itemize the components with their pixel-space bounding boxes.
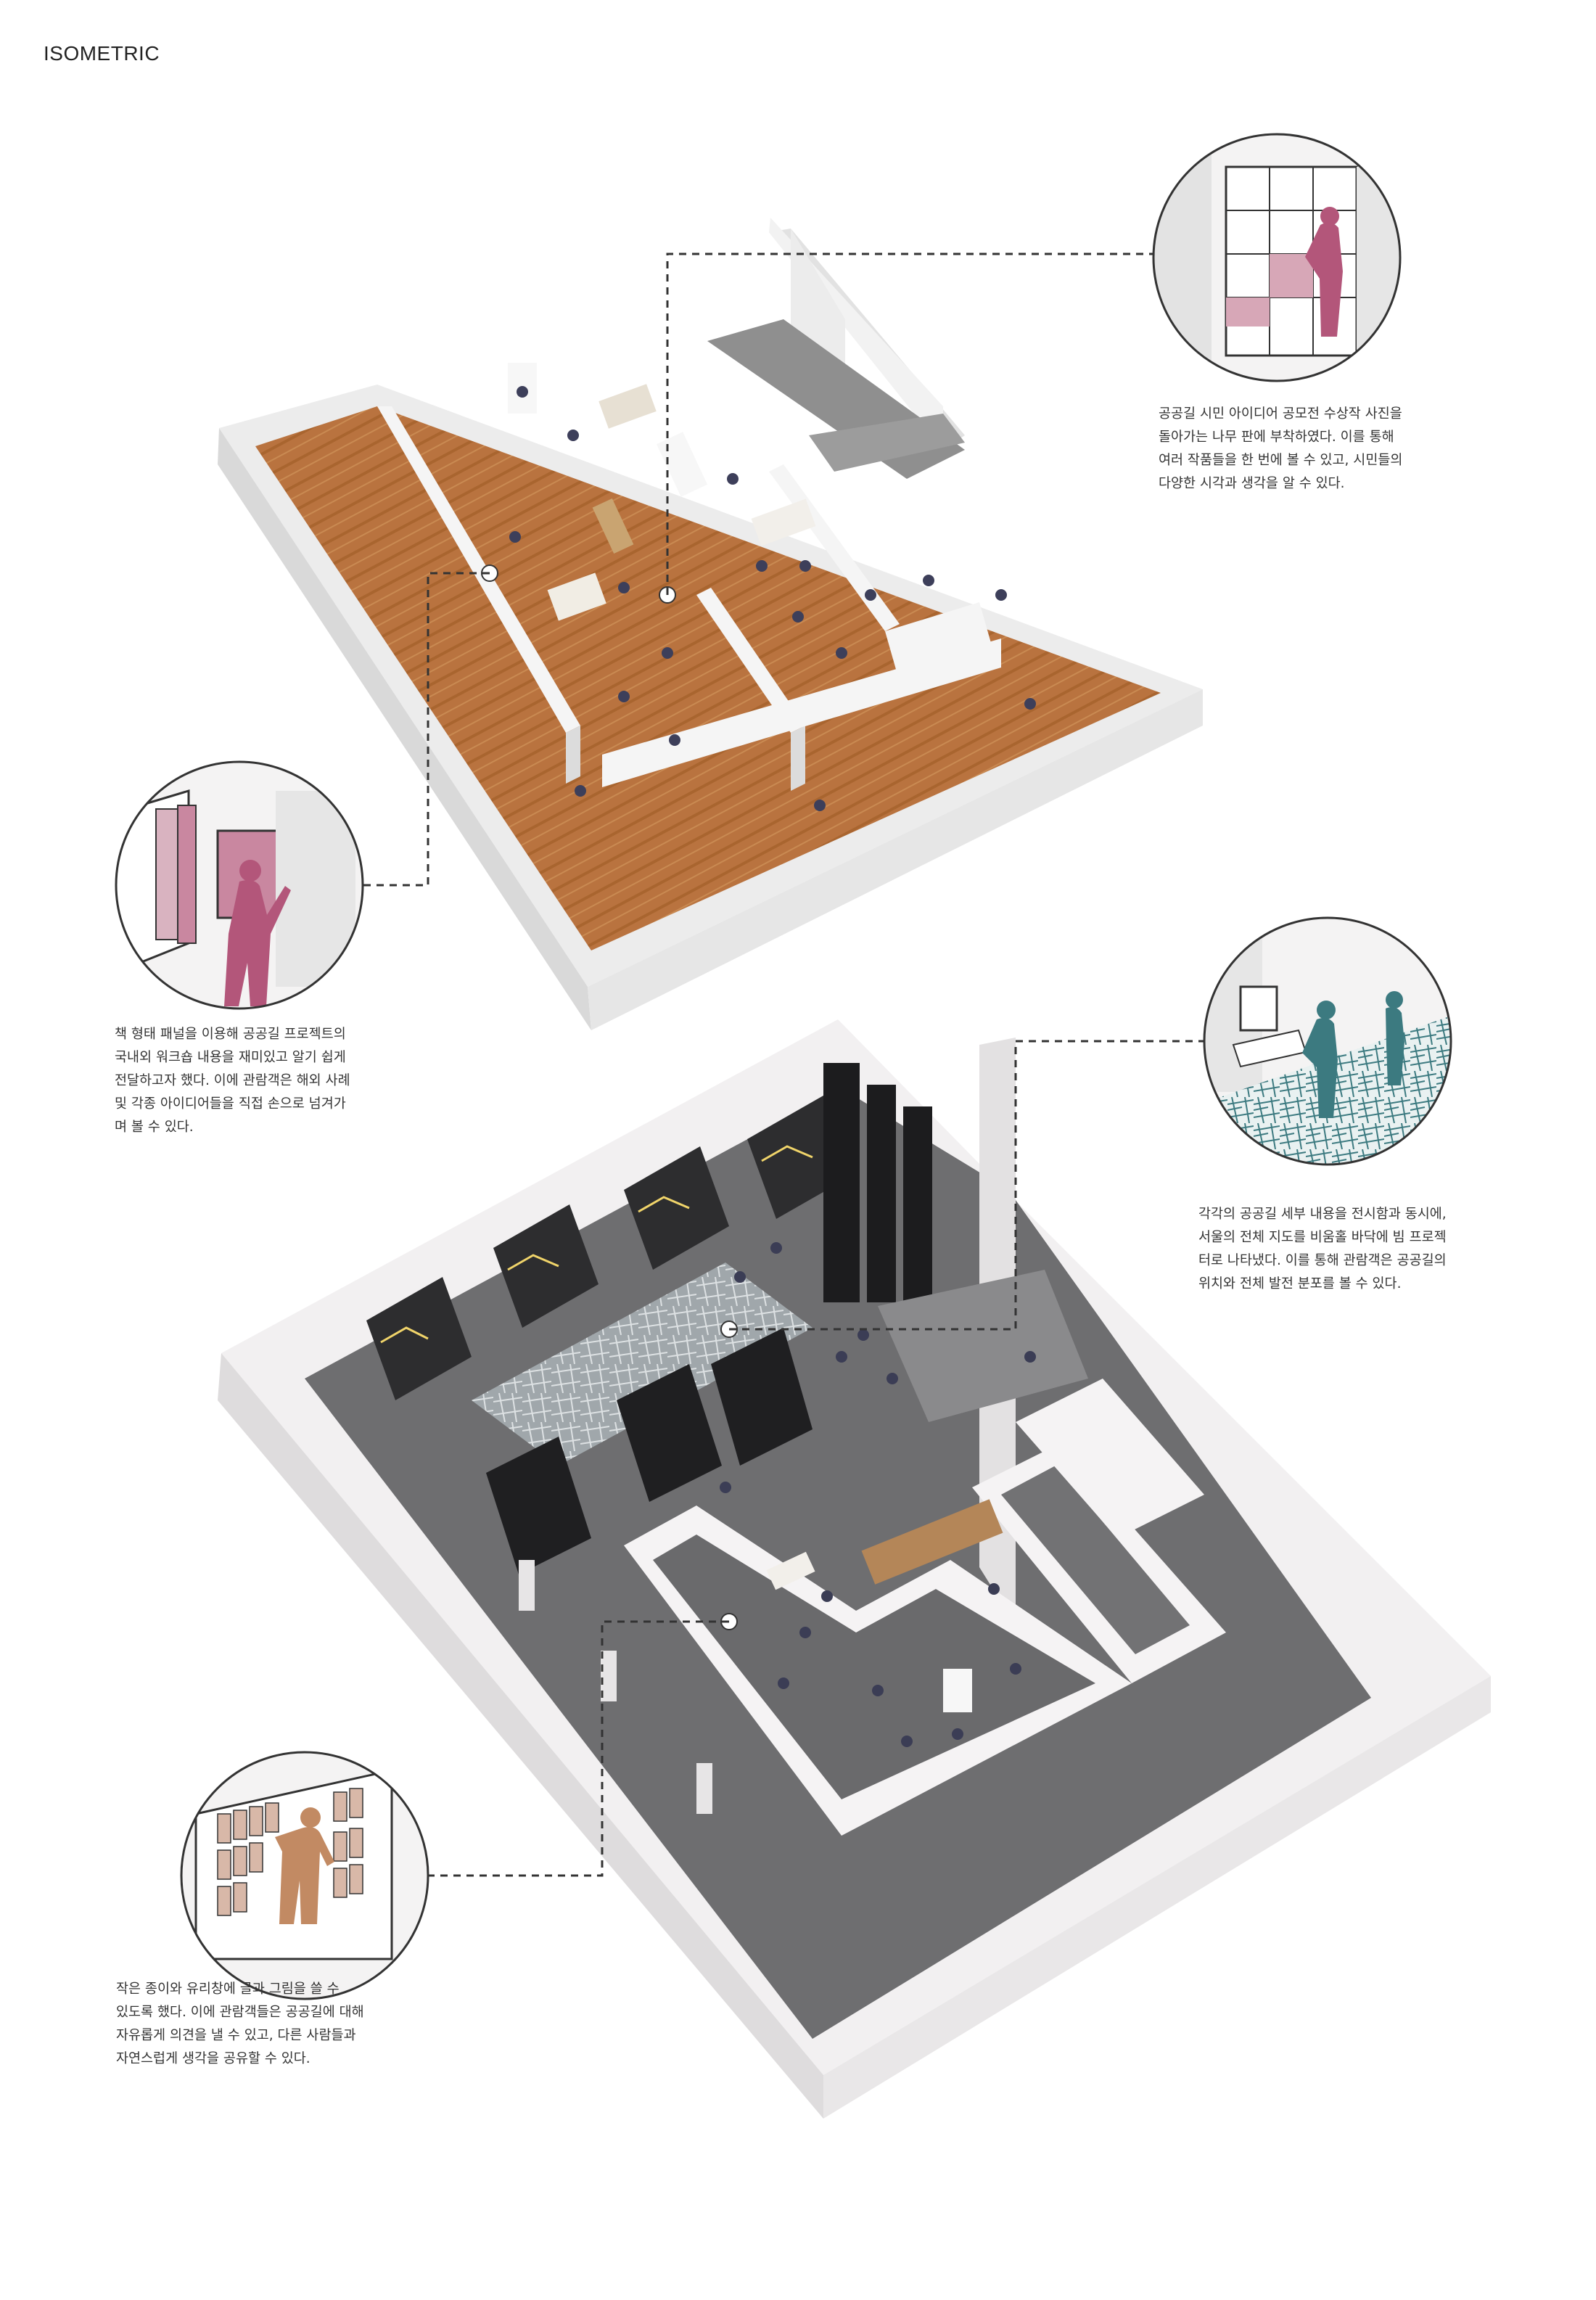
detail-circle-bookshelf <box>1152 133 1402 382</box>
callout-caption-bookshelf: 공공길 시민 아이디어 공모전 수상작 사진을 돌아가는 나무 판에 부착하였다… <box>1159 406 1403 491</box>
lower-floor-plan <box>218 1019 1491 2119</box>
leader-lines <box>361 252 1208 1877</box>
callout-caption-book-panels: 책 형태 패널을 이용해 공공길 프로젝트의 국내외 워크숍 내용을 재미있고 … <box>115 1027 350 1135</box>
detail-circle-message-wall <box>180 1751 429 2000</box>
callout-caption-message-wall: 작은 종이와 유리창에 글과 그림을 쓸 수 있도록 했다. 이에 관람객들은 … <box>116 1981 364 2066</box>
upper-floor-plan <box>218 218 1203 1030</box>
callout-caption-floor-map: 각각의 공공길 세부 내용을 전시함과 동시에, 서울의 전체 지도를 비움홀 … <box>1198 1207 1447 1291</box>
detail-circle-floor-map <box>1203 916 1452 1166</box>
detail-circle-book-panels <box>115 760 364 1010</box>
page-title: ISOMETRIC <box>44 42 160 65</box>
